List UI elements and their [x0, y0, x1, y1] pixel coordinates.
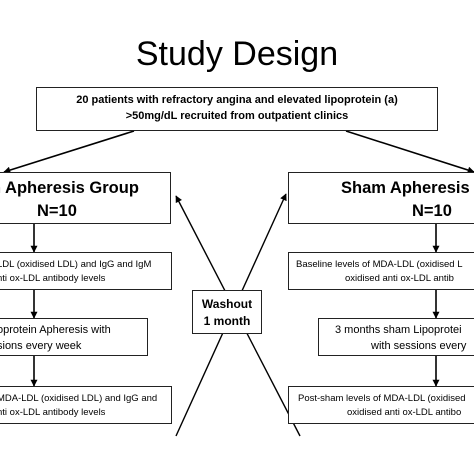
arrow-recruitment-to-right-group: [345, 130, 474, 174]
washout-line-2: 1 month: [203, 314, 251, 328]
left-treatment-line-1: oprotein Apheresis with: [0, 324, 111, 336]
right-post-line-2: oxidised anti ox-LDL antibo: [347, 407, 462, 418]
right-baseline-line-1: Baseline levels of MDA-LDL (oxidised L: [296, 259, 463, 270]
recruitment-line-2: >50mg/dL recruited from outpatient clini…: [125, 110, 349, 122]
left-treatment-box: oprotein Apheresis with sions every week: [0, 318, 148, 356]
right-baseline-box: Baseline levels of MDA-LDL (oxidised L o…: [288, 252, 474, 290]
washout-box: Washout 1 month: [192, 290, 262, 334]
right-baseline-line-2: oxidised anti ox-LDL antib: [345, 273, 454, 284]
left-treatment-line-2: sions every week: [0, 340, 82, 352]
right-treatment-line-1: 3 months sham Lipoprotei: [335, 324, 462, 336]
left-apheresis-group-box: n Apheresis Group N=10: [0, 172, 171, 224]
right-post-treatment-box: Post-sham levels of MDA-LDL (oxidised ox…: [288, 386, 474, 424]
left-post-treatment-box: MDA-LDL (oxidised LDL) and IgG and nti o…: [0, 386, 172, 424]
left-group-count: N=10: [37, 202, 77, 220]
recruitment-line-1: 20 patients with refractory angina and e…: [76, 94, 398, 106]
right-post-line-1: Post-sham levels of MDA-LDL (oxidised: [298, 393, 466, 404]
left-baseline-line-1: LDL (oxidised LDL) and IgG and IgM: [0, 259, 152, 270]
right-sham-apheresis-group-box: Sham Apheresis N=10: [288, 172, 474, 224]
left-post-line-1: MDA-LDL (oxidised LDL) and IgG and: [0, 393, 158, 404]
left-group-name: n Apheresis Group: [0, 179, 139, 197]
right-treatment-box: 3 months sham Lipoprotei with sessions e…: [318, 318, 474, 356]
arrow-recruitment-to-left-group: [3, 130, 135, 174]
left-baseline-box: LDL (oxidised LDL) and IgG and IgM nti o…: [0, 252, 172, 290]
washout-line-1: Washout: [201, 297, 253, 311]
right-treatment-line-2: with sessions every: [371, 340, 467, 352]
recruitment-box: 20 patients with refractory angina and e…: [36, 87, 438, 131]
left-post-line-2: nti ox-LDL antibody levels: [0, 407, 106, 418]
right-group-name: Sham Apheresis: [341, 179, 470, 197]
left-baseline-line-2: nti ox-LDL antibody levels: [0, 273, 106, 284]
diagram-title: Study Design: [135, 35, 339, 73]
right-group-count: N=10: [412, 202, 452, 220]
